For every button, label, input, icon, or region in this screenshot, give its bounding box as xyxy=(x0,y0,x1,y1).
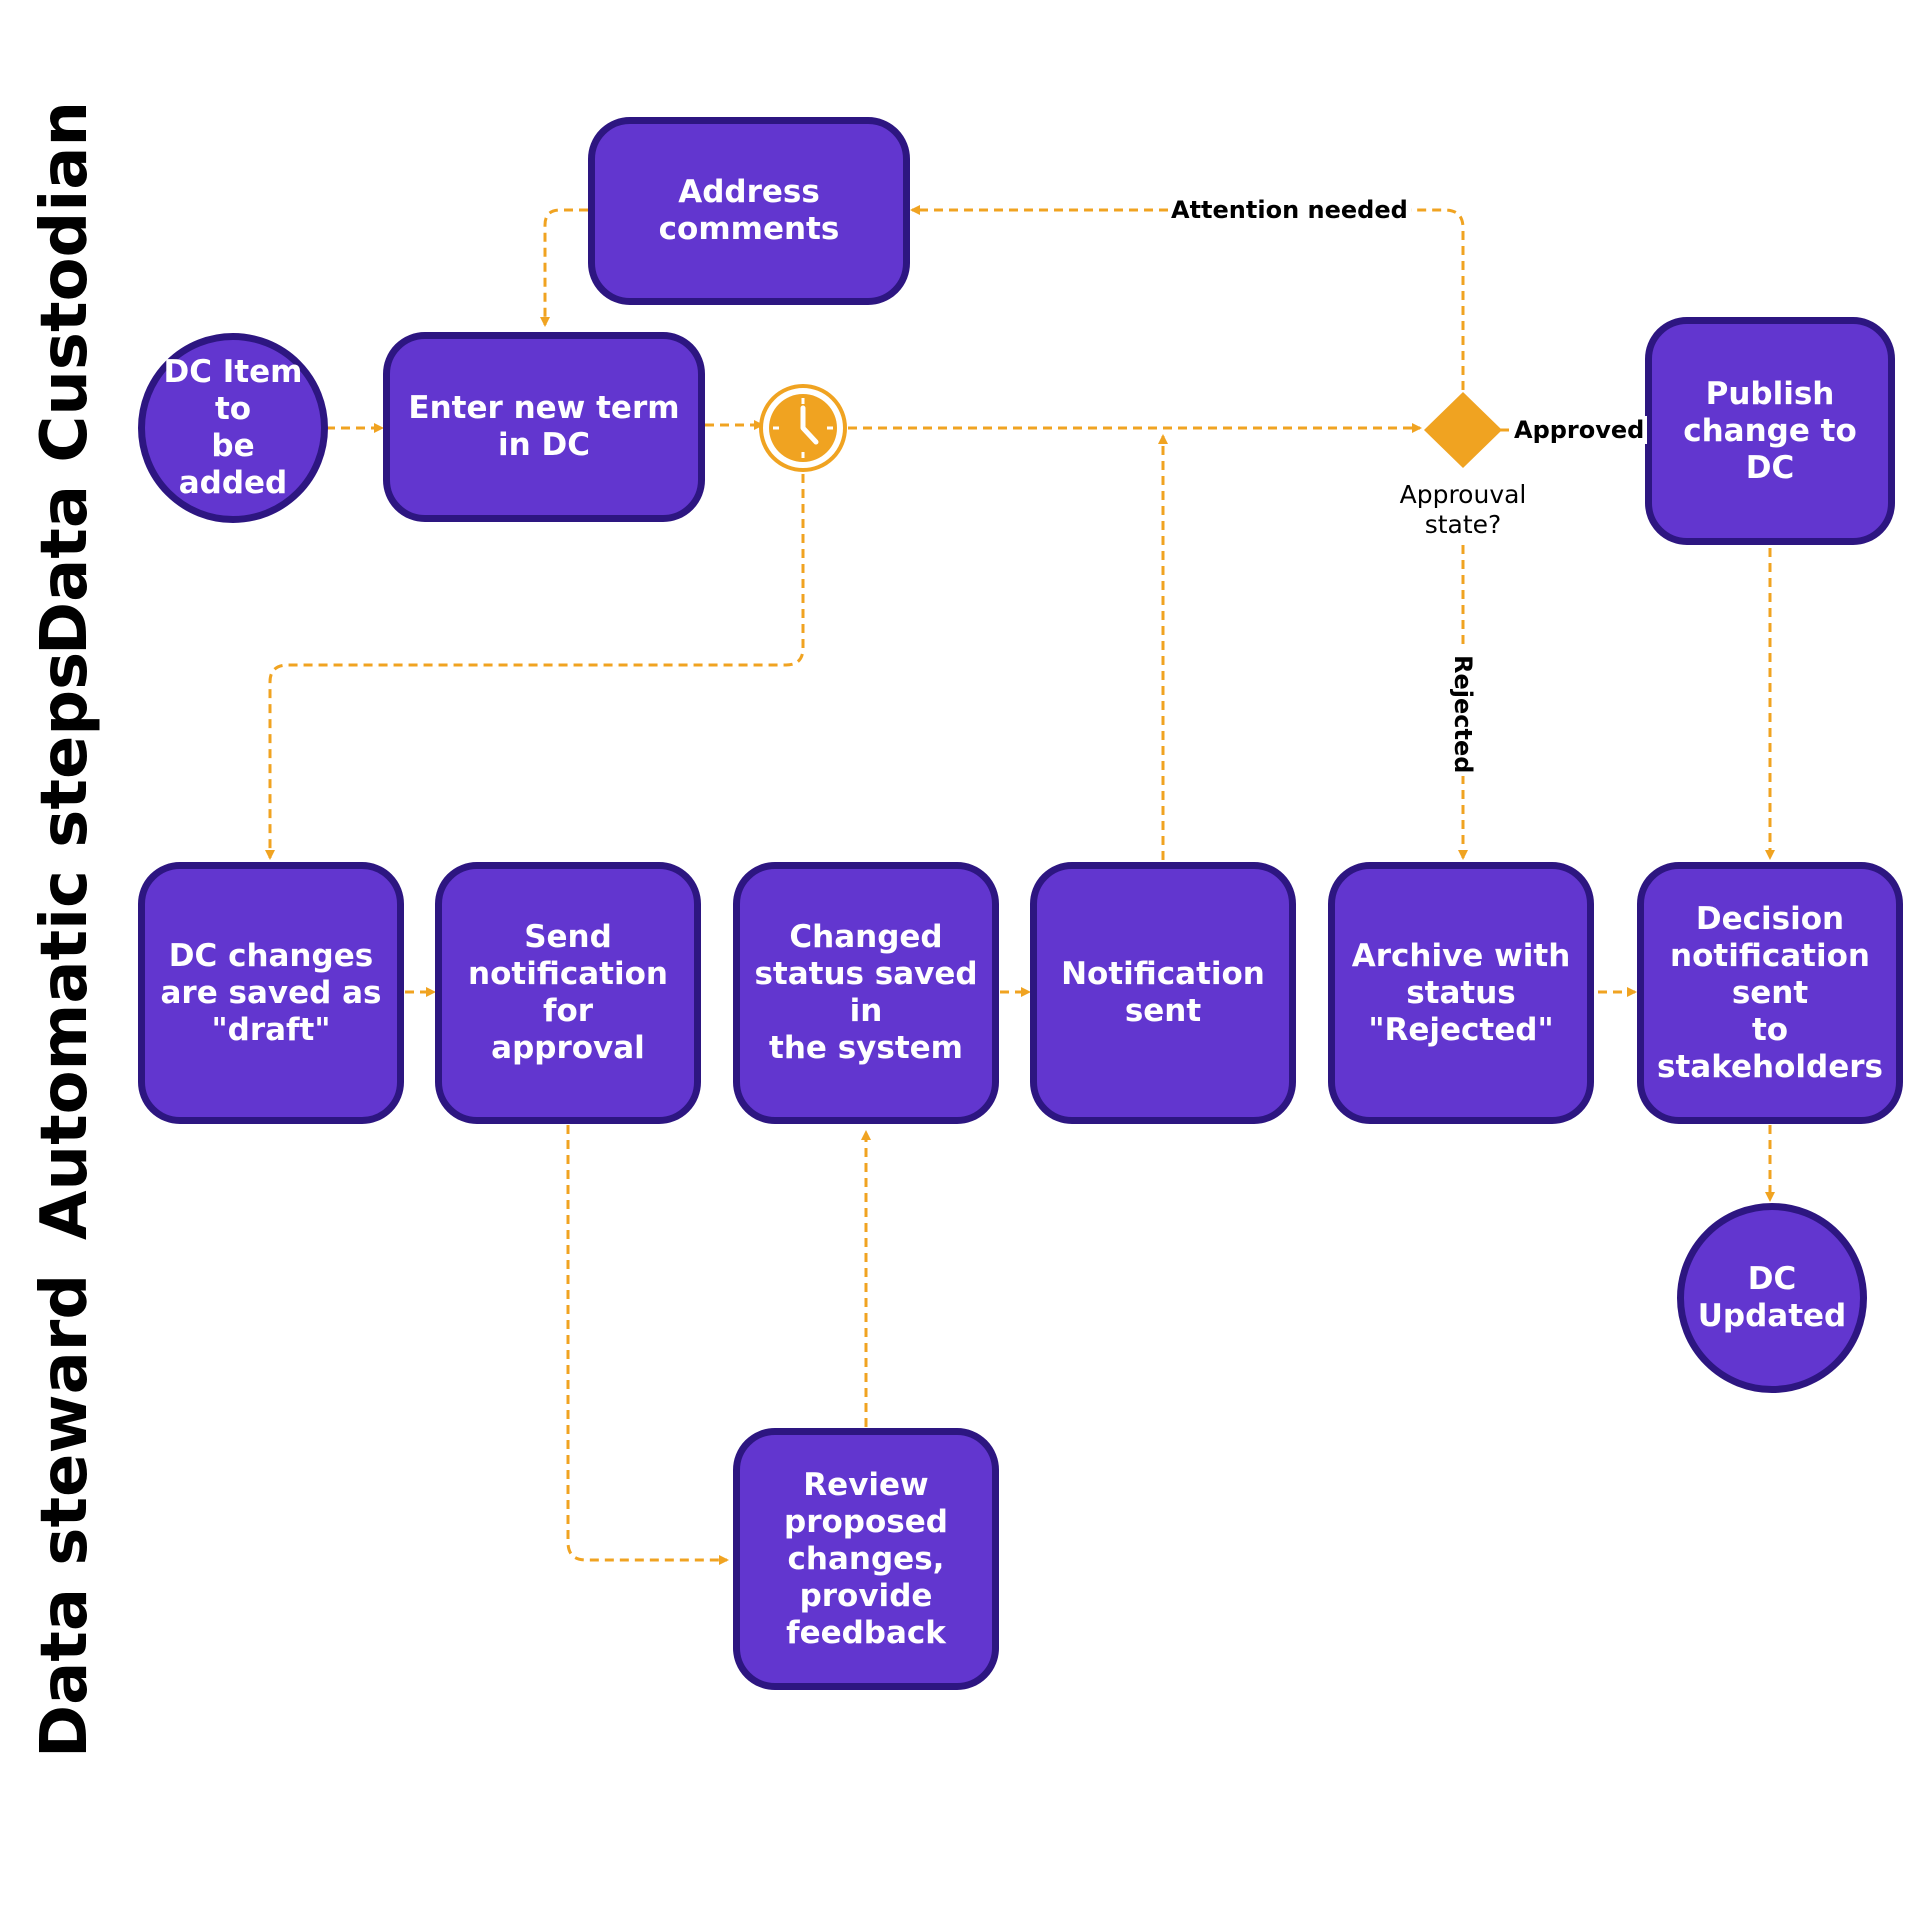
edge-send-to-review xyxy=(566,1125,729,1565)
task-send-notification[interactable]: Send notification for approval xyxy=(435,862,701,1124)
task-publish-change[interactable]: Publish change to DC xyxy=(1645,317,1895,545)
edge-label-attention: Attention needed xyxy=(1168,196,1411,224)
start-event-dc-item[interactable]: DC Item to be added xyxy=(138,333,328,523)
task-enter-new-term[interactable]: Enter new term in DC xyxy=(383,332,705,522)
task-review-changes[interactable]: Review proposed changes, provide feedbac… xyxy=(733,1428,999,1690)
task-changed-status[interactable]: Changed status saved in the system xyxy=(733,862,999,1124)
edge-label-rejected: Rejected xyxy=(1449,652,1477,777)
edge-label-approved: Approved xyxy=(1511,416,1648,444)
edge-address-to-enter xyxy=(540,208,588,327)
lane-label-steward: Data steward xyxy=(28,1273,102,1758)
diamond-gateway-icon xyxy=(1424,392,1502,468)
clock-icon xyxy=(759,384,847,472)
task-decision-notification[interactable]: Decision notification sent to stakeholde… xyxy=(1637,862,1903,1124)
edge-gateway-to-address xyxy=(912,210,1465,390)
gateway-label: Approuval state? xyxy=(1399,480,1527,539)
task-address-comments[interactable]: Address comments xyxy=(588,117,910,305)
task-draft-saved[interactable]: DC changes are saved as "draft" xyxy=(138,862,404,1124)
edge-timer-to-draft xyxy=(265,474,805,860)
task-notification-sent[interactable]: Notification sent xyxy=(1030,862,1296,1124)
lane-label-custodian: Data Custodian xyxy=(28,100,102,655)
end-event-dc-updated[interactable]: DC Updated xyxy=(1677,1203,1867,1393)
task-archive-rejected[interactable]: Archive with status "Rejected" xyxy=(1328,862,1594,1124)
lane-label-automatic: Automatic steps xyxy=(28,651,102,1240)
